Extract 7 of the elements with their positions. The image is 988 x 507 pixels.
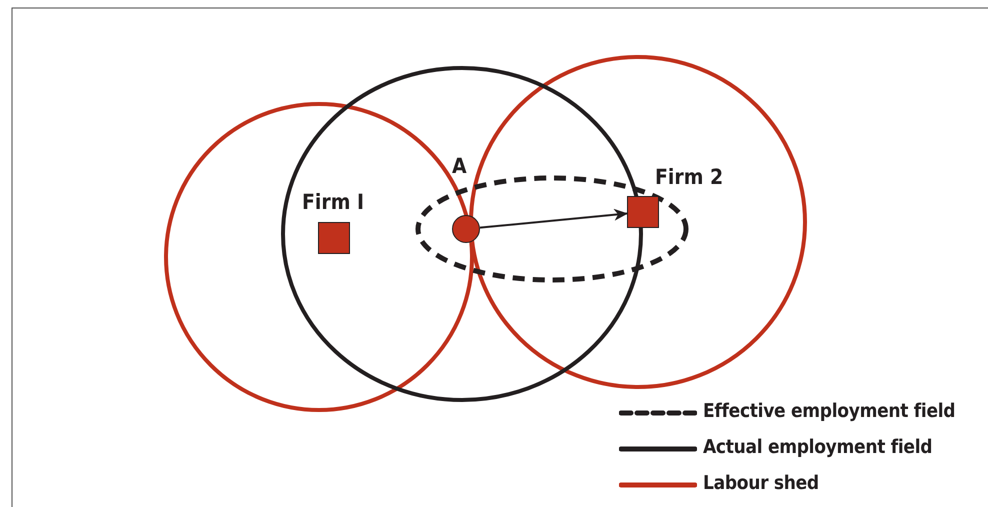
arrow xyxy=(480,208,628,229)
legend-label: Actual employment field xyxy=(703,438,932,457)
point-label: A xyxy=(452,156,467,177)
firm-label: Firm 2 xyxy=(655,167,724,188)
legend-label: Effective employment field xyxy=(703,402,956,421)
legend-label: Labour shed xyxy=(703,474,819,493)
firm-label: Firm I xyxy=(302,192,364,213)
